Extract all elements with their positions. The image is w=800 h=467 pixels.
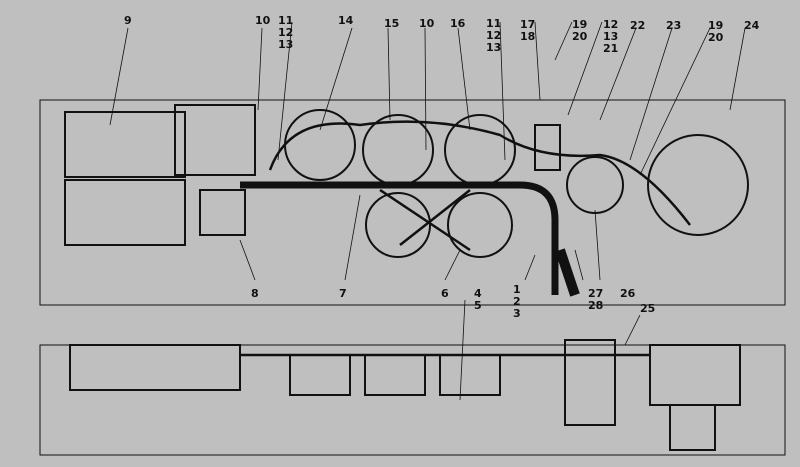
motor-upper <box>64 111 186 178</box>
callout-7: 7 <box>339 287 347 300</box>
callout-10b: 10 <box>419 17 435 30</box>
panel-outline-side <box>39 344 786 456</box>
callout-15: 15 <box>384 17 399 30</box>
callout-12b: 12 <box>486 29 501 42</box>
callout-6: 6 <box>441 287 449 300</box>
callout-9: 9 <box>124 14 132 27</box>
gauge-26 <box>566 156 624 214</box>
side-gauge-2 <box>364 354 426 396</box>
gauge-lower-left <box>365 192 431 258</box>
relay-block <box>174 104 256 176</box>
callout-19b: 19 <box>708 19 723 32</box>
callout-13c: 13 <box>603 30 618 43</box>
callout-12c: 12 <box>603 18 618 31</box>
leader-lines <box>109 21 746 401</box>
tube-27 <box>555 248 580 297</box>
gauge-24 <box>647 134 749 236</box>
callout-22: 22 <box>630 19 645 32</box>
callout-26: 26 <box>620 287 636 300</box>
callout-25: 25 <box>640 302 655 315</box>
callout-28: 28 <box>588 299 603 312</box>
switch-17 <box>534 124 561 171</box>
callout-23: 23 <box>666 19 681 32</box>
side-switch <box>564 339 616 426</box>
side-gauge-24 <box>649 344 741 406</box>
harness-7 <box>240 181 559 295</box>
side-motor <box>69 344 241 391</box>
callout-1: 1 <box>513 283 521 296</box>
callout-19: 19 <box>572 18 587 31</box>
gauge-14 <box>284 109 356 181</box>
callout-13b: 13 <box>486 41 501 54</box>
side-bracket <box>669 404 716 451</box>
gauge-6 <box>447 192 513 258</box>
callout-11: 11 <box>278 14 293 27</box>
callout-20b: 20 <box>708 31 724 44</box>
panel-outline-top <box>39 99 786 306</box>
side-gauge-3 <box>439 354 501 396</box>
callout-20: 20 <box>572 30 588 43</box>
callout-13: 13 <box>278 38 293 51</box>
wire-loop <box>268 120 691 226</box>
callout-24: 24 <box>744 19 760 32</box>
callout-10: 10 <box>255 14 271 27</box>
top-view <box>39 99 786 306</box>
callout-18: 18 <box>520 30 535 43</box>
callout-2: 2 <box>513 295 521 308</box>
motor-lower <box>64 179 186 246</box>
callout-21: 21 <box>603 42 618 55</box>
callout-27: 27 <box>588 287 603 300</box>
callout-5: 5 <box>474 299 482 312</box>
gauge-15 <box>362 114 434 186</box>
connector-8 <box>199 189 246 236</box>
side-view <box>39 339 786 456</box>
callout-16: 16 <box>450 17 466 30</box>
callout-14: 14 <box>338 14 354 27</box>
callout-4: 4 <box>474 287 482 300</box>
callout-12: 12 <box>278 26 293 39</box>
callout-3: 3 <box>513 307 521 320</box>
side-gauge-1 <box>289 354 351 396</box>
callout-8: 8 <box>251 287 259 300</box>
callout-17: 17 <box>520 18 535 31</box>
callout-labels: 9 10 11 12 13 14 15 10 16 11 12 13 17 18… <box>124 14 760 320</box>
callout-11b: 11 <box>486 17 501 30</box>
wire-cross <box>379 188 471 252</box>
